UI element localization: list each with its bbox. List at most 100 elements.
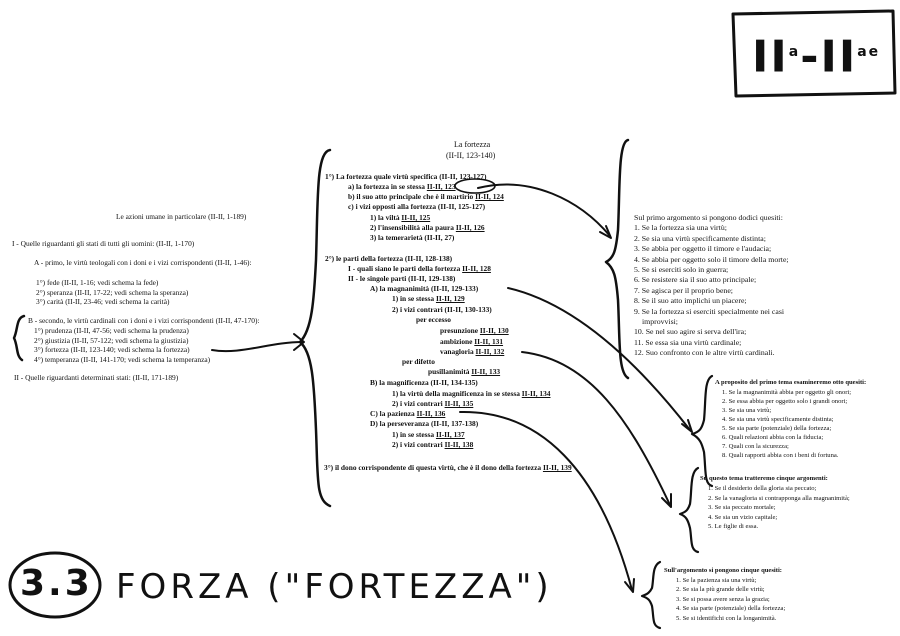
right4-item: 4. Se sia parte (potenziale) della forte… [676,605,786,613]
center-b1: 1) la virtù della magnificenza in se ste… [392,389,551,399]
p1c2-ref: II-II, 126 [455,223,485,232]
left-b-item: 1°) prudenza (II-II, 47-56; vedi schema … [34,326,189,335]
left-section-i: I - Quelle riguardanti gli stati di tutt… [12,239,195,248]
right-brace-3 [678,466,700,554]
right4-title: Sull'argomento si pongono cinque quesiti… [664,567,782,574]
right3-item: 5. Le figlie di essa. [708,523,759,531]
left-part-a: A - primo, le virtù teologali con i doni… [34,258,252,267]
p1b-label: b) il suo atto principale che è il marti… [348,192,474,201]
a1-label: 1) in se stessa [392,294,435,303]
handwritten-title-text: FORZA ("FORTEZZA") [116,567,553,607]
center-p3: 3°) il dono corrispondente di questa vir… [324,463,572,473]
center-pusillanimita: pusillanimità II-II, 133 [428,367,500,377]
p1a-label: a) la fortezza in se stessa [348,182,425,191]
center-a-magn: A) la magnanimità (II-II, 129-133) [370,284,479,293]
right2-item: 6. Quali relazioni abbia con la fiducia; [722,434,824,441]
right1-item: 5. Se si eserciti solo in guerra; [634,264,729,274]
left-a-items: 1°) fede (II-II, 1-16; vedi schema la fe… [36,278,188,307]
p1c2-label: 2) l'insensibilità alla paura [370,223,454,232]
corner-label-main2: II [820,31,858,83]
left-b-item: 3°) fortezza (II-II, 123-140; vedi schem… [34,345,190,355]
p3-label: 3°) il dono corrispondente di questa vir… [324,463,542,472]
title-number-circle [8,551,102,619]
center-p1c3: 3) la temerarietà (II-II, 27) [370,233,455,242]
left-a-item: 3°) carità (II-II, 23-46; vedi schema la… [36,297,170,307]
center-p2i: I - quali siano le parti della fortezza … [348,264,491,274]
left-part-b: B - secondo, le virtù cardinali con i do… [28,316,260,325]
center-p2ii: II - le singole parti (II-II, 129-138) [348,274,456,283]
corner-label-sup2: ae [857,44,881,60]
left-section-ii: II - Quelle riguardanti determinati stat… [14,373,179,382]
right4-item: 5. Se si identifichi con la longanimità. [676,614,777,622]
p1c1-ref: II-II, 125 [401,213,431,222]
arrow-123 [477,183,611,237]
right4-item: 2. Se sia la più grande delle virtù; [676,586,765,594]
arrow-to-fortezza [211,341,303,353]
right1-item: 8. Se il suo atto implichi un piacere; [634,296,747,306]
center-d2: 2) i vizi contrari II-II, 138 [392,440,473,450]
center-a2: 2) i vizi contrari (II-II, 130-133) [392,305,492,314]
corner-label-sep: - [800,31,821,83]
p2i-label: I - quali siano le parti della fortezza [348,264,461,273]
right3-item: 4. Se sia un vizio capitale; [708,513,778,521]
center-p1c2: 2) l'insensibilità alla paura II-II, 126 [370,223,485,233]
center-title: La fortezza [454,140,491,149]
b1-label: 1) la virtù della magnificenza in se ste… [392,389,520,398]
center-brace [298,148,332,508]
center-per-difetto: per difetto [402,357,435,366]
p2i-ref: II-II, 128 [462,264,491,273]
c-paz-label: C) la pazienza [370,409,415,418]
corner-label-box [731,9,897,98]
right3-item: 1. Se il desiderio della gloria sia pecc… [708,485,817,492]
a1-ref: II-II, 129 [435,294,465,303]
p1a-ref: II-II, 123 [426,182,456,191]
right4-item: 3. Se si possa avere senza la grazia; [676,595,770,603]
ambizione-label: ambizione [440,337,473,346]
center-a1: 1) in se stessa II-II, 129 [392,294,465,304]
right1-title: Sul primo argomento si pongono dodici qu… [634,213,783,222]
b2-label: 2) i vizi contrari [392,399,443,408]
c-paz-ref: II-II, 136 [416,409,446,418]
right2-item: 4. Se sia una virtù specificamente disti… [722,416,834,423]
pusillanimita-ref: II-II, 133 [471,367,501,376]
right1-item: 10. Se nel suo agire si serva dell'ira; [634,327,747,337]
presunzione-ref: II-II, 130 [479,326,509,335]
right3-item: 2. Se la vanagloria si contrapponga alla… [708,494,850,502]
center-d-pers: D) la perseveranza (II-II, 137-138) [370,419,479,428]
pusillanimita-label: pusillanimità [428,367,470,376]
right-block-3: 1. Se il desiderio della gloria sia pecc… [708,484,850,532]
left-b-item: 2°) giustizia (II-II, 57-122; vedi schem… [34,335,189,345]
center-p1b: b) il suo atto principale che è il marti… [348,192,504,202]
arrow-136 [459,410,633,591]
right4-item: 1. Se la pazienza sia una virtù; [676,577,757,584]
left-b-items: 1°) prudenza (II-II, 47-56; vedi schema … [34,326,210,364]
corner-label-sup1: a [788,44,801,60]
vanagloria-ref: II-II, 132 [475,347,505,356]
p3-ref: II-II, 139 [542,463,572,472]
d1-label: 1) in se stessa [392,430,435,439]
right1-item: 4. Se abbia per oggetto solo il timore d… [634,254,789,264]
b2-ref: II-II, 135 [444,399,474,408]
right1-item: 3. Se abbia per oggetto il timore e l'au… [634,244,772,254]
presunzione-label: presunzione [440,326,479,335]
arrow-129 [507,287,691,431]
center-b-magnif: B) la magnificenza (II-II, 134-135) [370,378,478,387]
right1-item: 1. Se la fortezza sia una virtù; [634,223,727,233]
center-b2: 2) i vizi contrari II-II, 135 [392,399,473,409]
left-title: Le azioni umane in particolare (II-II, 1… [116,212,247,221]
right2-item: 5. Se sia parte (potenziale) della forte… [722,425,832,432]
left-a-item: 1°) fede (II-II, 1-16; vedi schema la fe… [36,278,159,287]
center-presunzione: presunzione II-II, 130 [440,326,509,336]
handwritten-title-number: 3.3 [20,563,93,604]
d2-ref: II-II, 138 [444,440,474,449]
right-block-4: 1. Se la pazienza sia una virtù; 2. Se s… [676,576,785,623]
d2-label: 2) i vizi contrari [392,440,443,449]
right3-title: Su questo tema tratteremo cinque argomen… [700,475,828,482]
vanagloria-label: vanagloria [440,347,474,356]
center-vanagloria: vanagloria II-II, 132 [440,347,504,357]
right2-item: 1. Se la magnanimità abbia per oggetto g… [722,389,852,396]
d1-ref: II-II, 137 [435,430,465,439]
right1-item: 2. Se sia una virtù specificamente disti… [634,233,766,243]
corner-label-main: II [752,31,789,83]
